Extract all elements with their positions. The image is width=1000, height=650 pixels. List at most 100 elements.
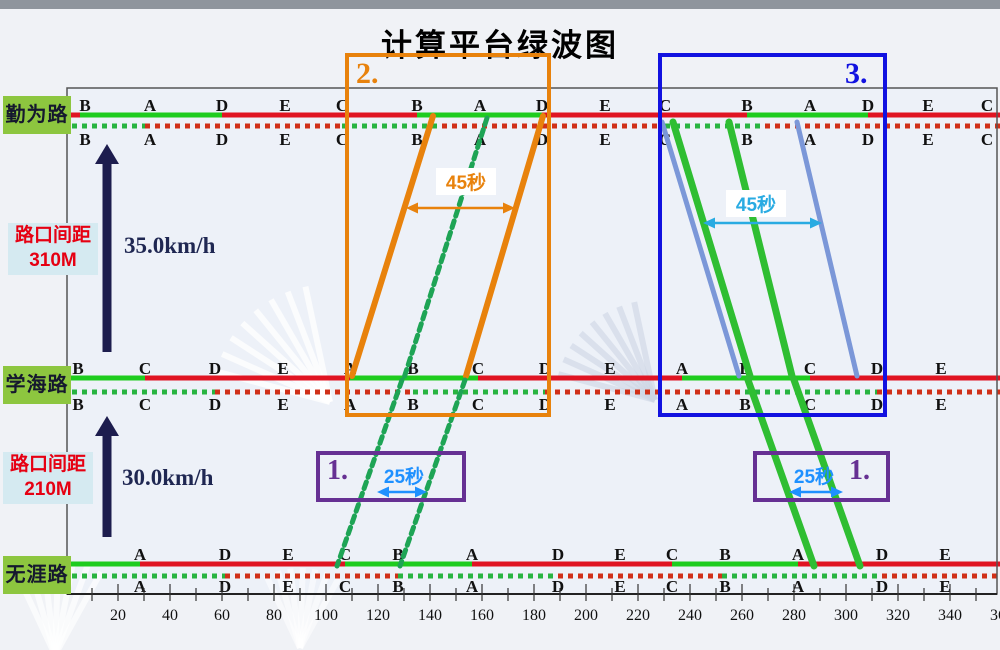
watermark-fan-ray [268,298,333,404]
group-2-box [345,53,551,417]
x-axis-tick-label: 80 [266,607,282,624]
phase-letter: A [804,96,817,115]
phase-letter: D [552,545,564,564]
group-1-right-box [753,451,890,502]
x-axis-tick-label: 160 [470,607,494,624]
phase-letter: A [792,545,805,564]
group-3-box [658,53,887,417]
spacing-title: 路口间距 [14,225,91,246]
x-axis-tick-label: 320 [886,607,910,624]
measure-arrow-head [703,217,715,229]
phase-letter: D [209,395,221,414]
x-axis-tick-label: 280 [782,607,806,624]
phase-letter: D [876,545,888,564]
band-diagonal-light_blue [659,119,742,379]
phase-letter: A [804,130,817,149]
measure-arrow-head [831,486,843,498]
phase-letter: C [981,96,993,115]
phase-letter: D [219,545,231,564]
phase-letter: D [216,96,228,115]
x-axis-tick-label: 180 [522,607,546,624]
chart-title: 计算平台绿波图 [381,28,619,63]
phase-letter: E [922,96,933,115]
phase-letter: B [392,545,403,564]
watermark-fan-ray [253,308,333,404]
phase-letter: D [871,359,883,378]
phase-letter: A [144,130,157,149]
phase-letter: B [407,395,418,414]
group-1-right-label: 1. [849,455,870,486]
phase-letter: E [599,96,610,115]
phase-letter: A [134,545,147,564]
x-axis-tick-label: 20 [110,607,126,624]
phase-letter: D [216,130,228,149]
phase-letter: D [552,577,564,596]
band-diagonal-light_blue [794,119,860,379]
phase-letter: B [741,96,752,115]
phase-letter: B [411,96,422,115]
measure-arrow-head [415,486,427,498]
phase-letter: E [935,395,946,414]
phase-letter: E [614,545,625,564]
phase-letter: D [876,577,888,596]
band-diagonal-dash_green [397,377,468,569]
phase-letter: A [676,395,689,414]
band-diagonal-band_green [744,376,818,570]
phase-letter: B [72,395,83,414]
phase-letter: B [411,130,422,149]
phase-letter: E [277,359,288,378]
x-axis-tick-label: 260 [730,607,754,624]
time-45s-orange: 45秒 [436,168,496,195]
band-diagonal-orange [463,113,546,379]
phase-letter: B [72,359,83,378]
phase-letter: E [614,577,625,596]
x-axis-tick-label: 240 [678,607,702,624]
band-diagonal-band_green [790,376,864,570]
road-label-wuya: 无涯路 [3,556,71,594]
x-axis-tick-label: 140 [418,607,442,624]
phase-letter: C [139,395,151,414]
spacing-value: 210M [24,479,72,500]
phase-letter: C [472,395,484,414]
measure-arrow-head [789,486,801,498]
group-3-label: 3. [845,57,868,90]
phase-letter: E [604,395,615,414]
phase-letter: A [676,359,689,378]
phase-letter: C [666,577,678,596]
phase-letter: D [862,96,874,115]
plot-background [67,88,997,594]
watermark-fan-ray [240,320,333,405]
direction-arrow-head [95,144,119,164]
phase-letter: C [804,359,816,378]
band-diagonal-dash_green [334,377,405,569]
band-diagonal-band_green [725,118,796,380]
phase-letter: E [279,130,290,149]
x-axis-tick-label: 360 [990,607,1000,624]
road-label-xuehai: 学海路 [3,366,71,404]
phase-letter: D [862,130,874,149]
phase-letter: B [739,395,750,414]
spacing-title: 路口间距 [9,454,86,475]
watermark-fan-ray [631,301,658,401]
watermark-fan-ray [302,285,333,403]
phase-letter: E [282,545,293,564]
phase-letter: A [474,96,487,115]
phase-letter: D [209,359,221,378]
phase-letter: E [604,359,615,378]
phase-letter: B [79,130,90,149]
x-axis-tick-label: 300 [834,607,858,624]
direction-arrow-head [95,416,119,436]
phase-letter: E [277,395,288,414]
x-axis-tick-label: 40 [162,607,178,624]
phase-letter: C [472,359,484,378]
watermark-fan-ray [229,335,332,405]
x-axis-tick-label: 200 [574,607,598,624]
watermark-fan-ray [284,290,333,404]
road-label-qinwei: 勤为路 [3,96,71,134]
watermark-fan-ray [297,576,342,650]
band-diagonal-orange [349,113,436,379]
group-1-left-label: 1. [327,455,348,486]
x-axis-tick-label: 120 [366,607,390,624]
phase-letter: A [792,577,805,596]
